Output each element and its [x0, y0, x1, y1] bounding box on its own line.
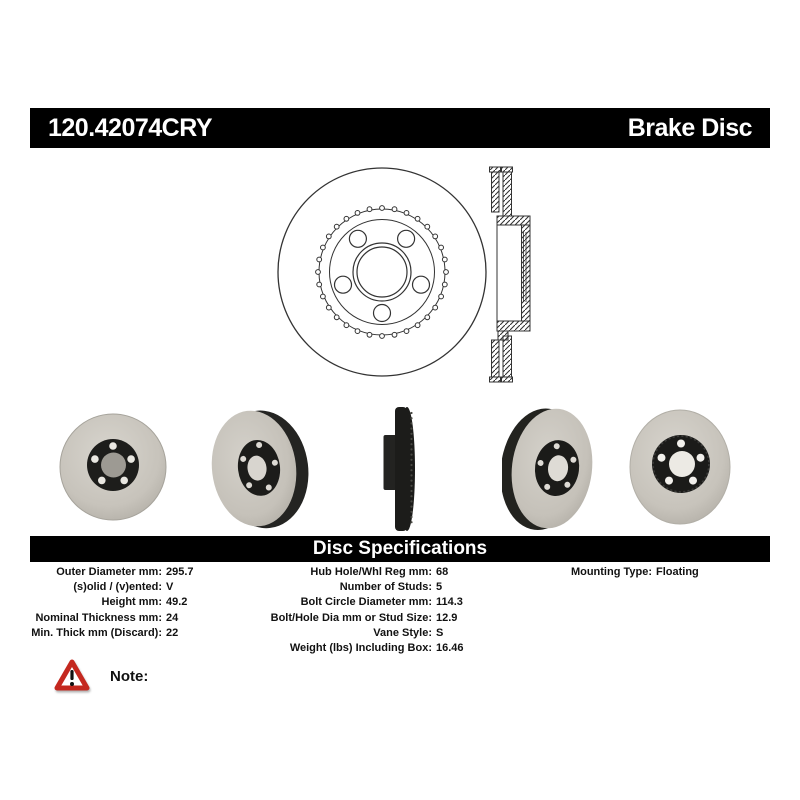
stud-holes — [91, 442, 135, 485]
spec-column-1: Outer Diameter mm: 295.7 (s)olid / (v)en… — [30, 565, 194, 641]
spec-label: Mounting Type: — [570, 566, 652, 578]
spec-label: Bolt Circle Diameter mm: — [300, 596, 432, 609]
rotor-photo-front — [59, 413, 167, 521]
spec-value: 12.9 — [436, 611, 458, 624]
spec-row: Mounting Type: Floating — [540, 565, 699, 580]
part-number: 120.42074CRY — [48, 113, 213, 142]
spec-label: Min. Thick mm (Discard): — [31, 626, 162, 639]
spec-value: 24 — [166, 611, 179, 624]
front-view-drawing — [277, 167, 487, 377]
spec-label: Nominal Thickness mm: — [35, 611, 162, 624]
stud-holes — [537, 443, 577, 490]
spec-value: 16.46 — [436, 642, 464, 655]
header-bar: 120.42074CRY Brake Disc — [30, 108, 770, 148]
rotor-photo-front-tilted — [629, 409, 731, 525]
stud-holes — [657, 439, 705, 485]
note-label: Note: — [110, 667, 149, 685]
spec-label: (s)olid / (v)ented: — [73, 581, 162, 594]
spec-value: 114.3 — [436, 596, 463, 609]
spec-label: Outer Diameter mm: — [56, 566, 162, 578]
bolt-holes — [333, 229, 431, 323]
spec-value: 22 — [166, 626, 179, 639]
stud-holes — [240, 441, 278, 491]
spec-row: Height mm: 49.2 — [30, 595, 194, 610]
vent-hole-dots — [410, 411, 413, 524]
drill-notch-ring — [315, 205, 449, 339]
spec-row: Min. Thick mm (Discard): 22 — [30, 626, 194, 641]
spec-row: Nominal Thickness mm: 24 — [30, 611, 194, 626]
spec-value: 68 — [436, 566, 449, 578]
hub-center-hole — [669, 451, 695, 477]
spec-value: Floating — [656, 566, 699, 578]
spec-column-2: Hub Hole/Whl Reg mm: 68 Number of Studs:… — [270, 565, 464, 656]
spec-column-3: Mounting Type: Floating — [540, 565, 699, 580]
spec-label: Hub Hole/Whl Reg mm: — [310, 566, 432, 578]
spec-row: Number of Studs: 5 — [270, 580, 464, 595]
section-view-drawing — [489, 166, 531, 383]
spec-row: Vane Style: S — [270, 626, 464, 641]
spec-value: V — [166, 581, 174, 594]
rotor-photo-edge — [383, 407, 415, 531]
hub-center-hole — [247, 455, 267, 481]
section-title-bar: Disc Specifications — [30, 536, 770, 562]
spec-value: 5 — [436, 581, 443, 594]
hub-serrated-edge — [652, 435, 710, 493]
spec-value: S — [436, 626, 444, 639]
note-section: Note: — [54, 658, 148, 692]
page-title: Brake Disc — [627, 113, 753, 142]
rotor-photo-angled-left — [211, 410, 309, 529]
spec-row: Weight (lbs) Including Box: 16.46 — [270, 641, 464, 656]
hub-hat — [383, 435, 397, 490]
spec-row: Bolt/Hole Dia mm or Stud Size: 12.9 — [270, 611, 464, 626]
spec-label: Weight (lbs) Including Box: — [289, 642, 432, 655]
spec-label: Vane Style: — [373, 626, 432, 639]
spec-label: Height mm: — [101, 596, 163, 609]
spec-value: 295.7 — [166, 566, 194, 578]
spec-label: Number of Studs: — [339, 581, 432, 594]
spec-value: 49.2 — [166, 596, 188, 609]
spec-row: Bolt Circle Diameter mm: 114.3 — [270, 595, 464, 610]
section-title: Disc Specifications — [312, 538, 488, 559]
spec-label: Bolt/Hole Dia mm or Stud Size: — [270, 611, 432, 624]
spec-row: Outer Diameter mm: 295.7 — [30, 565, 194, 580]
spec-row: (s)olid / (v)ented: V — [30, 580, 194, 595]
rotor-photo-angled-right — [502, 408, 593, 531]
spec-row: Hub Hole/Whl Reg mm: 68 — [270, 565, 464, 580]
warning-triangle-icon — [54, 659, 90, 691]
hub-center-hole — [101, 452, 126, 478]
brake-disc-technical-drawing — [277, 166, 531, 383]
hub-center-hole — [547, 455, 569, 482]
